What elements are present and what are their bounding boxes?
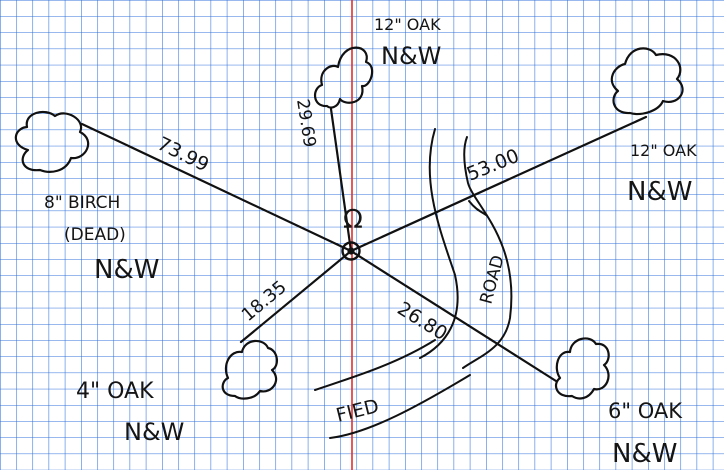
tree-top-status: N&W xyxy=(381,42,441,70)
tree-left-note: (DEAD) xyxy=(64,225,126,245)
line-to-top-oak xyxy=(329,107,353,253)
tree-lower-right-size: 6" OAK xyxy=(608,399,683,423)
tree-canopy-icon xyxy=(610,47,684,116)
tree-right-size: 12" OAK xyxy=(630,141,697,160)
tree-left-size: 8" BIRCH xyxy=(44,193,120,213)
tree-lower-left-size: 4" OAK xyxy=(76,379,154,404)
line-to-small-oak xyxy=(239,249,353,344)
road-edge-dash xyxy=(468,200,487,216)
tree-left-status: N&W xyxy=(94,255,159,285)
tree-right-status: N&W xyxy=(627,177,692,207)
road-edge-right xyxy=(462,136,513,369)
road-edge-left xyxy=(419,128,459,359)
field-edge-lower xyxy=(329,374,471,439)
monument-icon xyxy=(341,241,361,261)
line-to-lower-right-oak xyxy=(349,249,558,383)
tree-canopy-icon xyxy=(314,46,374,109)
tree-lower-left-status: N&W xyxy=(124,418,184,446)
tree-canopy-icon xyxy=(554,337,610,400)
line-to-right-oak xyxy=(349,115,648,253)
tree-canopy-icon xyxy=(221,339,278,400)
tree-top-size: 12" OAK xyxy=(374,15,441,34)
line-to-birch xyxy=(80,122,353,253)
tree-lower-right-status: N&W xyxy=(612,439,677,469)
tree-canopy-icon xyxy=(14,110,90,173)
field-edge-upper xyxy=(314,339,436,391)
monument-symbol: Ω xyxy=(343,205,363,235)
